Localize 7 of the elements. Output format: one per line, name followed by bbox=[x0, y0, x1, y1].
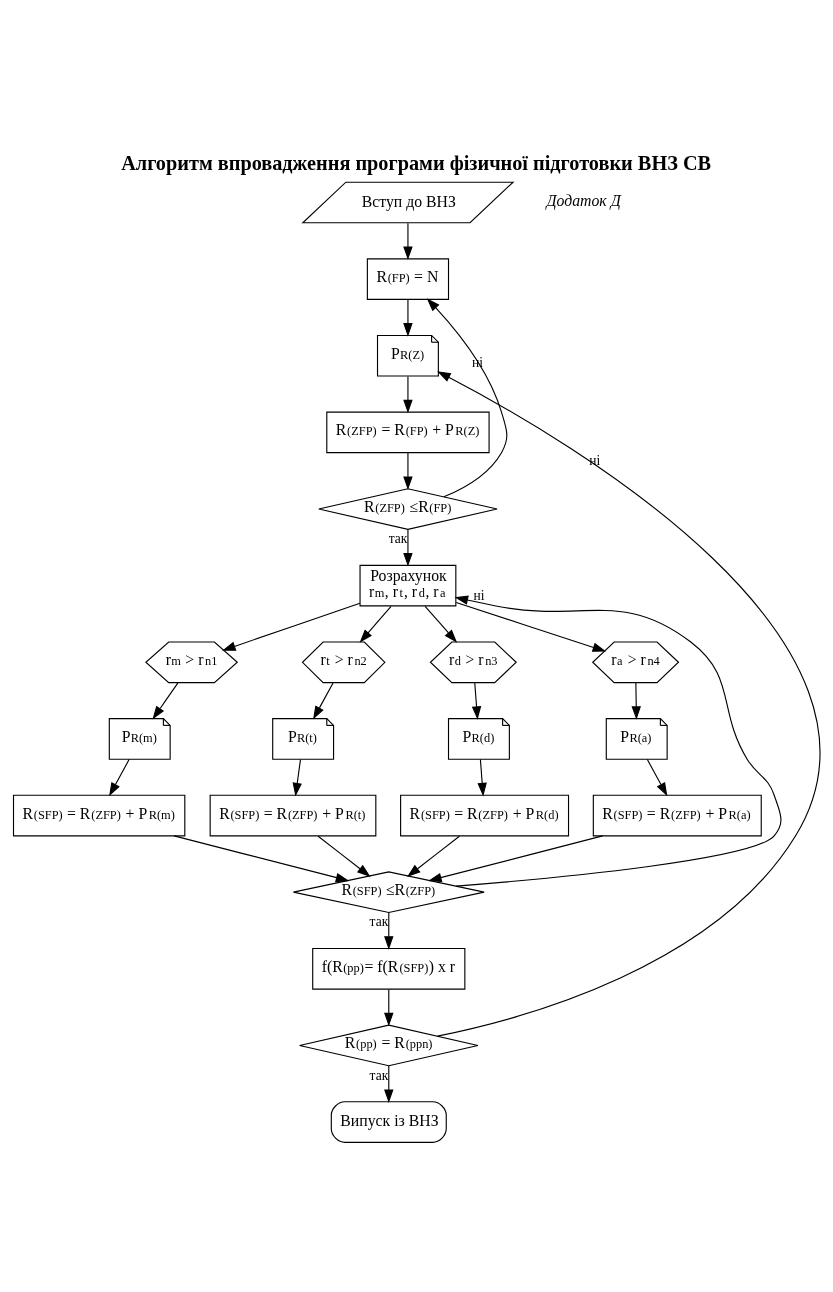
edge-label: так bbox=[388, 530, 407, 546]
diagram-title: Алгоритм впровадження програми фізичної підготовки ВНЗ СВ bbox=[120, 151, 711, 174]
edge-label: так bbox=[369, 913, 388, 929]
edge-label: ні bbox=[588, 452, 600, 468]
edge-label: ні bbox=[473, 587, 485, 603]
edge-label: так bbox=[369, 1067, 388, 1083]
label: Додаток Д bbox=[546, 191, 621, 209]
